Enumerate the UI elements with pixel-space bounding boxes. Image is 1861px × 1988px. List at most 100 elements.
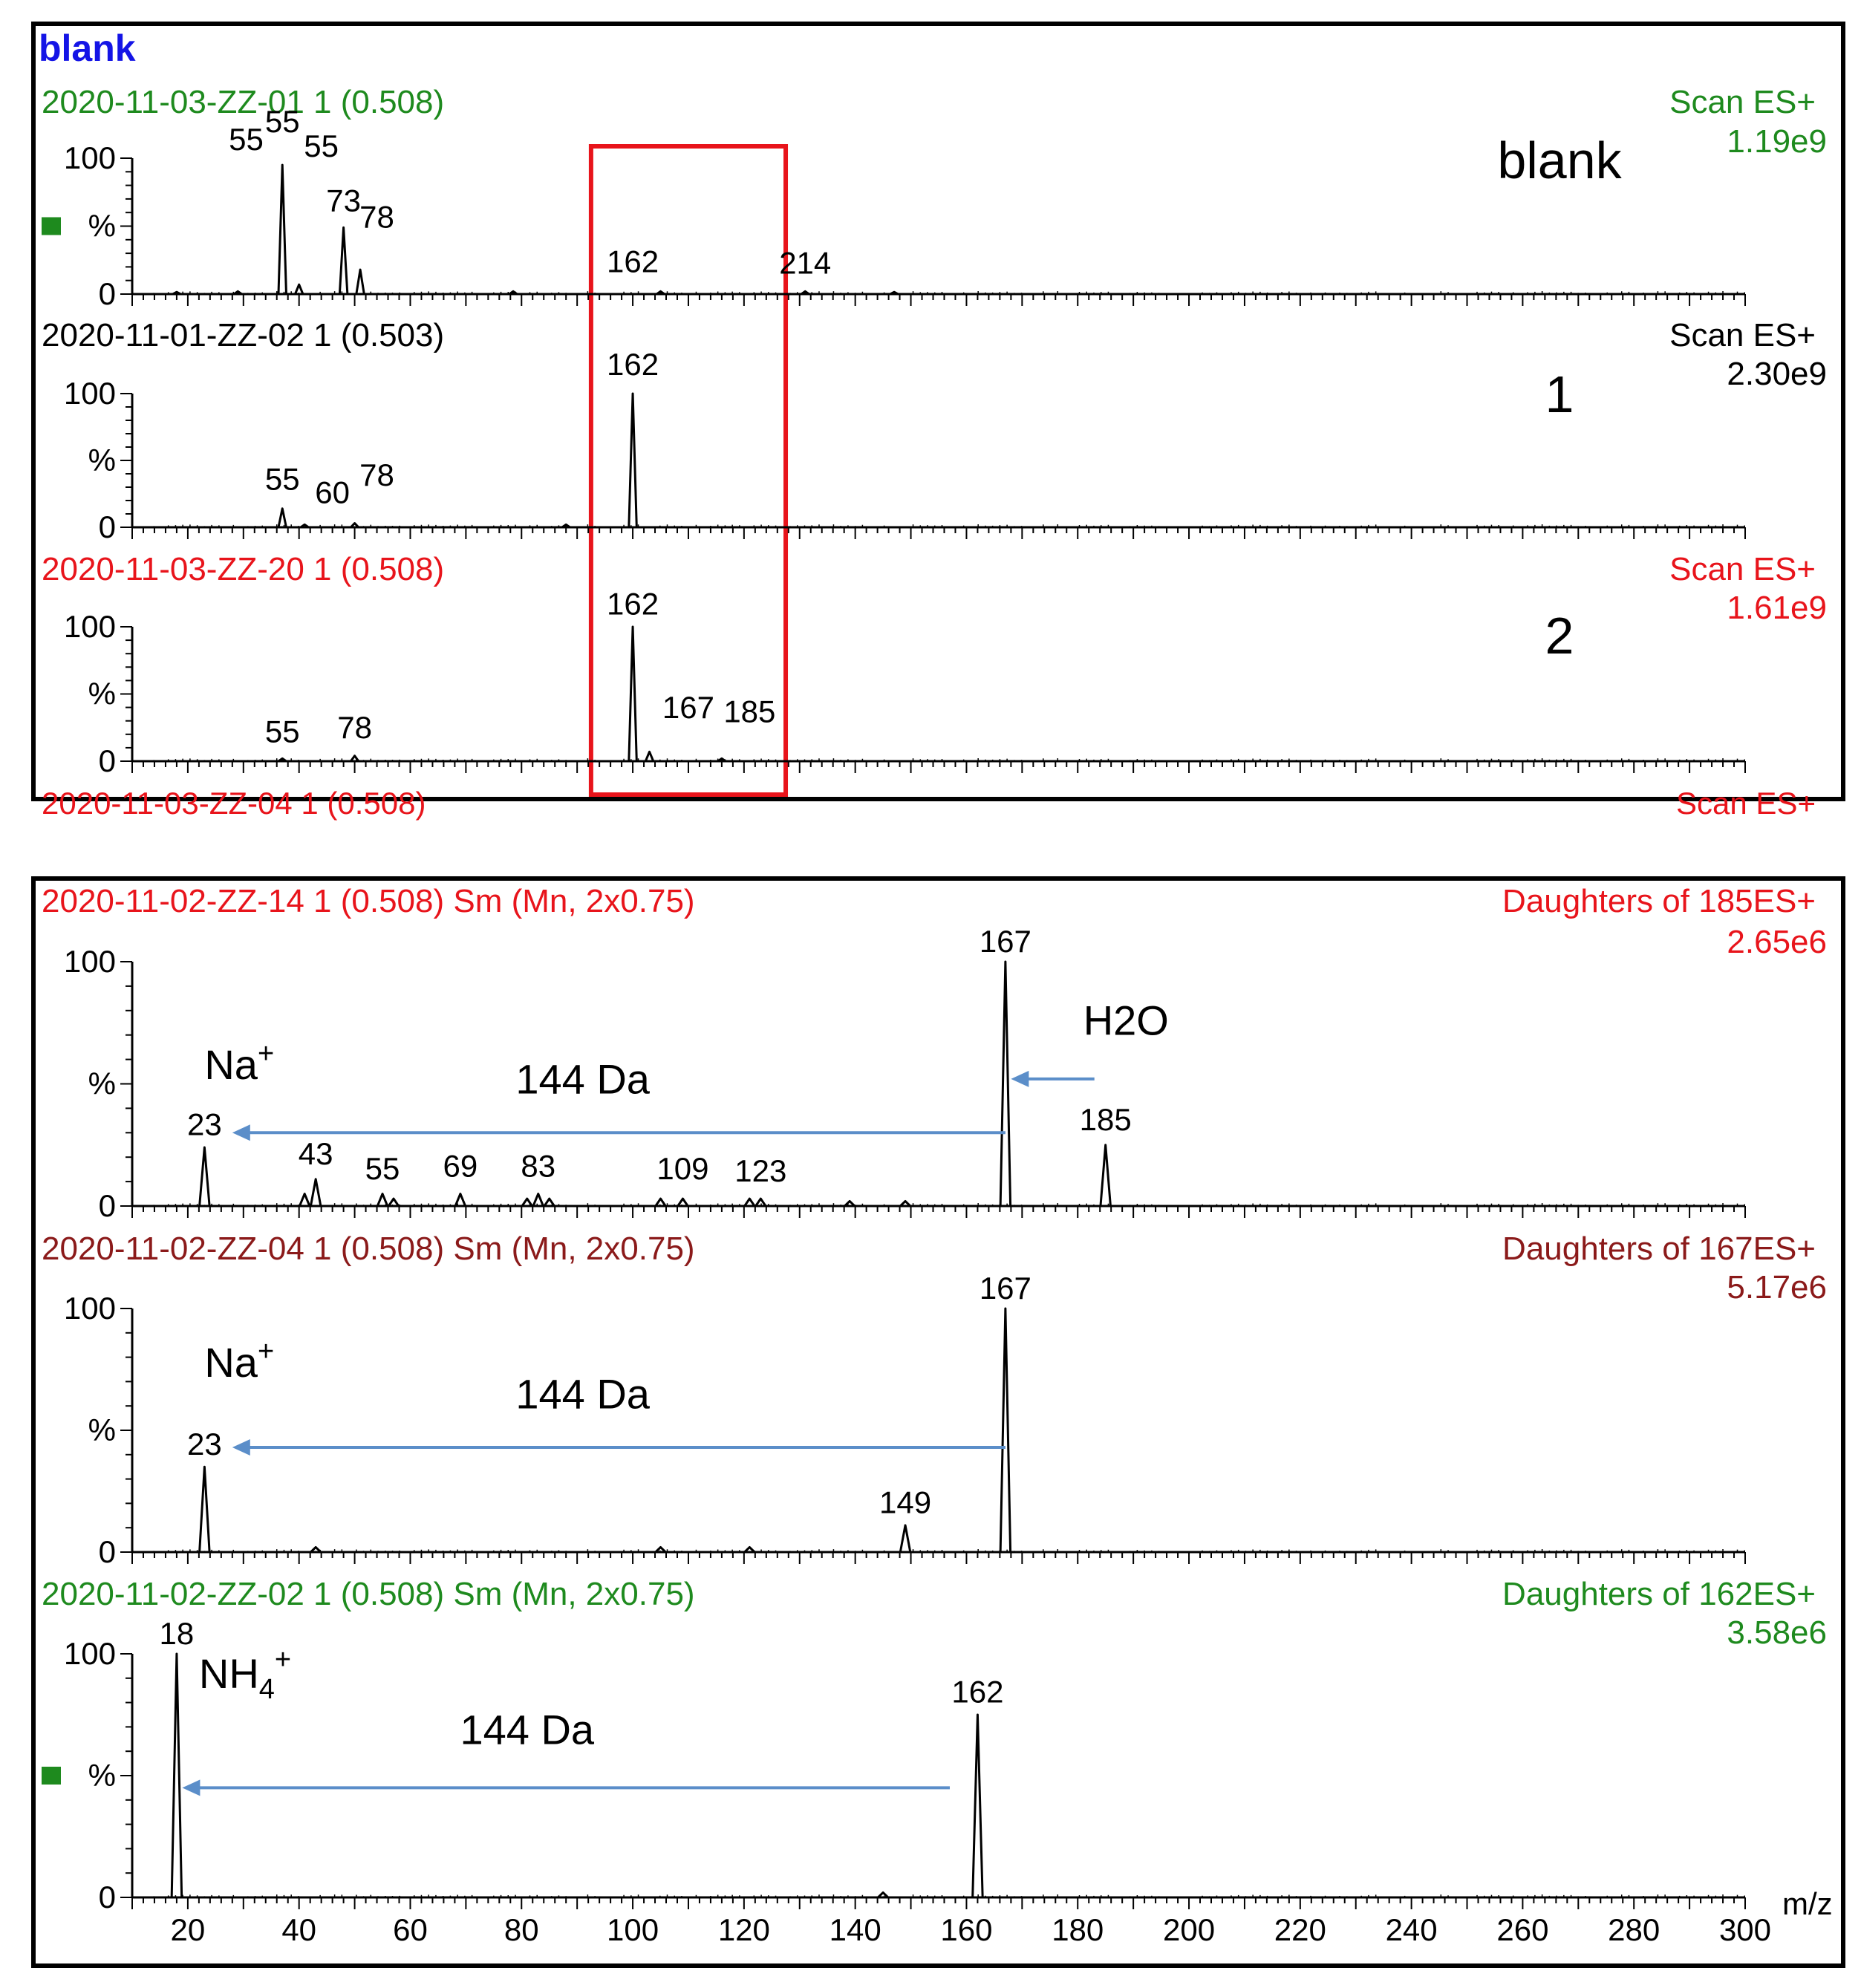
peak-label: 55 (229, 122, 264, 157)
y-tick-label: 100 (64, 1291, 116, 1326)
y-tick-label: 0 (99, 1188, 116, 1223)
y-tick-label: 0 (99, 509, 116, 544)
intensity-label: 1.19e9 (1727, 123, 1827, 160)
y-axis-unit: % (88, 209, 116, 244)
y-axis-unit: % (88, 443, 116, 478)
x-tick-label: 140 (830, 1912, 881, 1947)
y-tick-label: 0 (99, 743, 116, 778)
y-axis-unit: % (88, 1066, 116, 1101)
scan-mode: Scan ES+ (1669, 551, 1816, 587)
annotation: Na+ (204, 1336, 274, 1386)
sample-tag: 2 (1545, 607, 1574, 665)
y-tick-label: 0 (99, 1880, 116, 1914)
peak-label: 55 (304, 128, 339, 163)
x-tick-label: 60 (393, 1912, 428, 1947)
y-tick-label: 100 (64, 1636, 116, 1671)
peak-label: 78 (359, 457, 394, 492)
peak-label: 23 (187, 1427, 222, 1461)
spectrum-trace (132, 625, 1745, 763)
intensity-label: 1.61e9 (1727, 590, 1827, 626)
x-tick-label: 160 (940, 1912, 992, 1947)
y-axis-unit: % (88, 1412, 116, 1447)
top-panel-title: blank (39, 27, 136, 69)
annotation: 144 Da (515, 1056, 650, 1103)
spectrum-2: 2020-11-01-ZZ-02 1 (0.503) Scan ES+2.30e9… (42, 317, 1827, 544)
peak-label: 73 (326, 183, 361, 218)
peak-label: 123 (734, 1153, 786, 1188)
peak-label: 83 (521, 1149, 555, 1184)
spectrum-5: 2020-11-02-ZZ-04 1 (0.508) Sm (Mn, 2x0.7… (42, 1231, 1827, 1569)
scan-mode: Scan ES+ (1669, 84, 1816, 120)
intensity-label: 3.58e6 (1727, 1614, 1827, 1651)
peak-label: 214 (779, 246, 831, 281)
peak-label: 78 (337, 710, 372, 745)
peak-label: 162 (607, 244, 659, 279)
annotation: H2O (1083, 997, 1169, 1044)
y-tick-label: 100 (64, 944, 116, 979)
cutoff-header: 2020-11-03-ZZ-04 1 (0.508) (42, 786, 426, 821)
spectrum-trace (132, 1307, 1745, 1554)
peak-label: 18 (160, 1616, 195, 1651)
spectrum-4: 2020-11-02-ZZ-14 1 (0.508) Sm (Mn, 2x0.7… (42, 883, 1827, 1223)
intensity-label: 5.17e6 (1727, 1269, 1827, 1306)
spectrum-1: 2020-11-03-ZZ-01 1 (0.508) Scan ES+1.19e9… (42, 84, 1827, 311)
peak-label: 167 (980, 924, 1031, 959)
x-tick-label: 100 (607, 1912, 659, 1947)
spectrum-trace (132, 1652, 1745, 1899)
arrow-head (232, 1438, 250, 1456)
peak-label: 185 (723, 694, 775, 729)
annotation: 144 Da (515, 1370, 650, 1417)
highlight-rect (588, 144, 789, 797)
peak-label: 55 (265, 462, 300, 497)
sample-tag: 1 (1545, 365, 1574, 423)
scan-mode: Daughters of 162ES+ (1502, 1576, 1816, 1612)
peak-label: 60 (315, 475, 350, 510)
x-tick-label: 220 (1274, 1912, 1326, 1947)
intensity-label: 2.30e9 (1727, 356, 1827, 392)
arrow-head (182, 1779, 201, 1796)
peak-label: 167 (662, 690, 714, 725)
annotation: NH4+ (199, 1644, 291, 1705)
spectrum-3: 2020-11-03-ZZ-20 1 (0.508) Scan ES+1.61e9… (42, 551, 1827, 778)
scan-mode: Daughters of 167ES+ (1502, 1231, 1816, 1267)
x-tick-label: 200 (1163, 1912, 1215, 1947)
y-axis-unit: % (88, 1758, 116, 1793)
x-tick-label: 240 (1386, 1912, 1438, 1947)
peak-label: 149 (879, 1485, 931, 1520)
peak-label: 185 (1080, 1102, 1132, 1137)
arrow-head (232, 1124, 250, 1141)
bottom-panel-frame (31, 876, 1845, 1968)
spectrum-header: 2020-11-03-ZZ-01 1 (0.508) (42, 84, 444, 120)
y-axis-unit: % (88, 677, 116, 711)
spectrum-header: 2020-11-03-ZZ-20 1 (0.508) (42, 551, 444, 587)
legend-marker (42, 1767, 61, 1785)
spectrum-trace (132, 960, 1745, 1208)
x-tick-label: 120 (718, 1912, 770, 1947)
annotation: Na+ (204, 1038, 274, 1088)
legend-marker (42, 217, 61, 235)
intensity-label: 2.65e6 (1727, 924, 1827, 960)
x-axis-label: m/z (1782, 1886, 1833, 1921)
peak-label: 55 (365, 1151, 400, 1186)
cutoff-mode: Scan ES+ (1676, 786, 1816, 821)
peak-label: 55 (265, 714, 300, 749)
x-tick-label: 180 (1052, 1912, 1104, 1947)
top-panel-frame (31, 22, 1845, 801)
peak-label: 43 (299, 1136, 333, 1171)
scan-mode: Scan ES+ (1669, 317, 1816, 353)
peak-label: 162 (951, 1675, 1003, 1710)
peak-label: 162 (607, 587, 659, 622)
scan-mode: Daughters of 185ES+ (1502, 883, 1816, 919)
x-tick-label: 260 (1496, 1912, 1548, 1947)
spectrum-trace (132, 163, 1745, 296)
highlight-box (588, 144, 789, 797)
peak-label: 78 (359, 199, 394, 234)
sample-tag: blank (1497, 131, 1622, 189)
y-tick-label: 100 (64, 376, 116, 411)
peak-label: 162 (607, 347, 659, 382)
y-tick-label: 0 (99, 276, 116, 311)
peak-label: 69 (443, 1149, 478, 1184)
peak-label: 55 (265, 104, 300, 139)
spectrum-header: 2020-11-01-ZZ-02 1 (0.503) (42, 317, 444, 353)
